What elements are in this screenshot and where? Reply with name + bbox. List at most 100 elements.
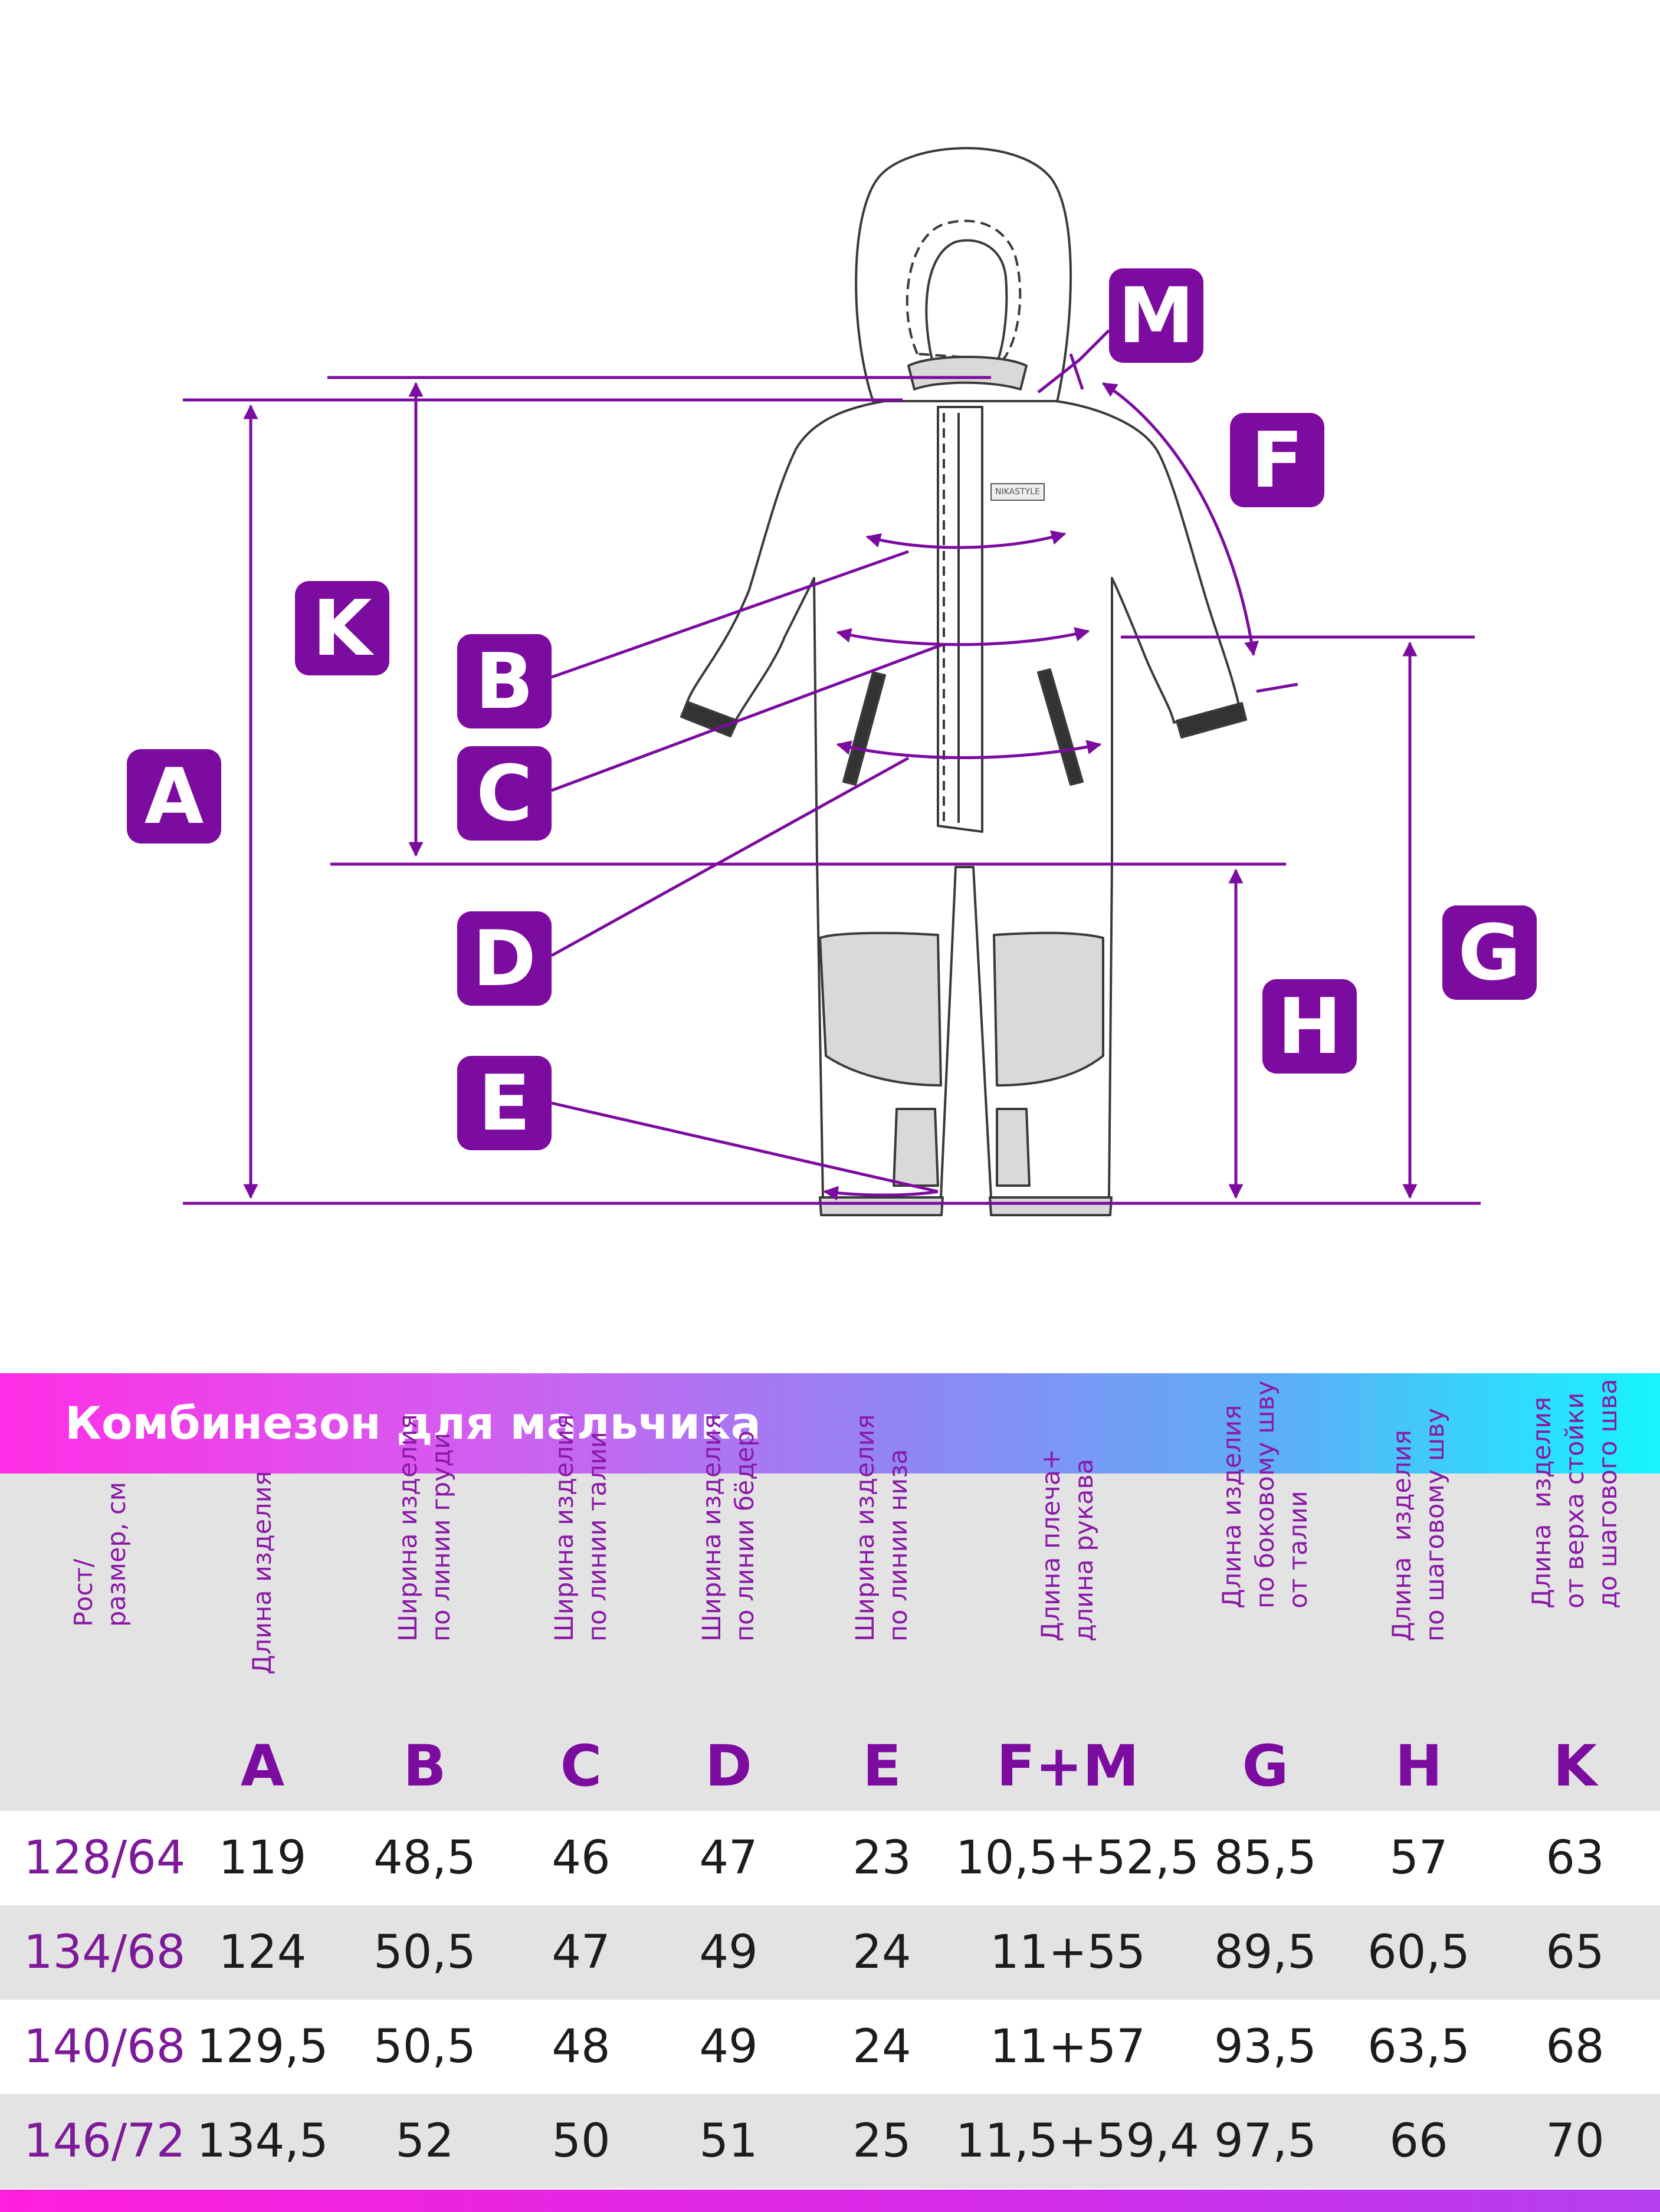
size-cell: 146/72 — [24, 2115, 186, 2168]
value-cell: 11+55 — [990, 1926, 1146, 1979]
line-sleeve-end — [1256, 682, 1298, 693]
value-cell: 134,5 — [196, 2115, 329, 2168]
value-cell: 124 — [218, 1926, 307, 1979]
value-cell: 50,5 — [373, 1926, 476, 1979]
header-description: Длина изделия от верха стойки до шаговог… — [1527, 1379, 1623, 1609]
header-description: Ширина изделия по линии бёдер — [697, 1414, 760, 1642]
table-title: Комбинезон для мальчика — [65, 1397, 761, 1449]
leader-b — [551, 550, 909, 679]
value-cell: 51 — [699, 2115, 758, 2168]
value-cell: 63 — [1546, 1832, 1605, 1885]
left-knee-patch — [819, 931, 942, 1087]
header-letter: K — [1553, 1733, 1597, 1799]
right-knee-patch — [993, 931, 1104, 1087]
value-cell: 49 — [699, 2020, 758, 2073]
size-cell: 140/68 — [24, 2020, 186, 2073]
svg-text:K: K — [313, 583, 375, 673]
header-letter: A — [240, 1733, 285, 1799]
value-cell: 70 — [1546, 2115, 1605, 2168]
header-letter: D — [705, 1733, 752, 1799]
header-description: Длина изделия по боковому шву от талии — [1218, 1380, 1313, 1609]
brand-tag — [990, 483, 1045, 501]
bottom-accent-bar — [0, 2190, 1660, 2212]
value-cell: 89,5 — [1214, 1926, 1317, 1979]
arrow-b — [865, 530, 1067, 549]
value-cell: 119 — [218, 1832, 307, 1885]
right-cuff — [1176, 702, 1247, 739]
hood-inner-line — [925, 239, 1008, 363]
right-lower-panel — [996, 1108, 1031, 1187]
value-cell: 63,5 — [1367, 2020, 1470, 2073]
value-cell: 65 — [1546, 1926, 1605, 1979]
front-placket — [937, 406, 983, 833]
badge-c: C — [457, 746, 552, 841]
value-cell: 24 — [852, 2020, 911, 2073]
header-description: Ширина изделия по линии низа — [851, 1414, 913, 1642]
value-cell: 85,5 — [1214, 1832, 1317, 1885]
leader-d — [550, 756, 910, 957]
svg-text:D: D — [473, 914, 536, 1003]
left-lower-panel — [893, 1108, 939, 1187]
brand-tag-text: NIKASTYLE — [995, 487, 1040, 497]
value-cell: 25 — [852, 2115, 911, 2168]
svg-text:A: A — [145, 751, 204, 841]
value-cell: 47 — [552, 1926, 611, 1979]
header-letter: G — [1242, 1733, 1289, 1799]
value-cell: 49 — [699, 1926, 758, 1979]
svg-text:C: C — [476, 749, 532, 838]
line-m — [1037, 329, 1110, 393]
header-description: Ширина изделия по линии талии — [550, 1414, 612, 1642]
value-cell: 48,5 — [373, 1832, 476, 1885]
header-description: Длина изделия по шаговому шву — [1387, 1407, 1450, 1642]
value-cell: 93,5 — [1214, 2020, 1317, 2073]
header-letter: F+M — [996, 1733, 1139, 1799]
badge-f: F — [1230, 413, 1324, 507]
left-leg-cuff — [819, 1196, 944, 1216]
header-description: Ширина изделия по линии груди — [393, 1414, 456, 1642]
svg-text:E: E — [478, 1058, 531, 1148]
svg-text:B: B — [475, 636, 533, 726]
line-m-tick — [1069, 353, 1084, 390]
leader-e — [551, 1101, 939, 1193]
value-cell: 68 — [1546, 2020, 1605, 2073]
badge-h: H — [1262, 979, 1357, 1074]
header-description: Длина плеча+ длина рукава — [1036, 1449, 1099, 1642]
measurement-lines — [183, 329, 1481, 1205]
right-leg-cuff — [989, 1196, 1113, 1216]
value-cell: 50 — [552, 2115, 611, 2168]
svg-text:F: F — [1251, 415, 1304, 505]
badge-m: M — [1109, 268, 1203, 363]
leader-c — [551, 642, 944, 792]
value-cell: 23 — [852, 1832, 911, 1885]
arrow-c — [836, 627, 1090, 646]
value-cell: 47 — [699, 1832, 758, 1885]
header-letter: B — [403, 1733, 447, 1799]
value-cell: 11+57 — [990, 2020, 1146, 2073]
svg-text:G: G — [1458, 908, 1521, 997]
value-cell: 10,5+52,5 — [956, 1832, 1199, 1885]
badge-b: B — [457, 634, 552, 728]
measurement-diagram: NIKASTYLE A K B C — [127, 147, 1537, 1216]
value-cell: 52 — [395, 2115, 454, 2168]
value-cell: 60,5 — [1367, 1926, 1470, 1979]
arrow-d — [836, 740, 1102, 759]
value-cell: 129,5 — [196, 2020, 329, 2073]
header-letter: C — [560, 1733, 602, 1799]
size-cell: 134/68 — [24, 1926, 186, 1979]
badge-g: G — [1442, 905, 1537, 1000]
value-cell: 48 — [552, 2020, 611, 2073]
header-letter: H — [1395, 1733, 1443, 1799]
value-cell: 46 — [552, 1832, 611, 1885]
badge-k: K — [295, 581, 389, 675]
